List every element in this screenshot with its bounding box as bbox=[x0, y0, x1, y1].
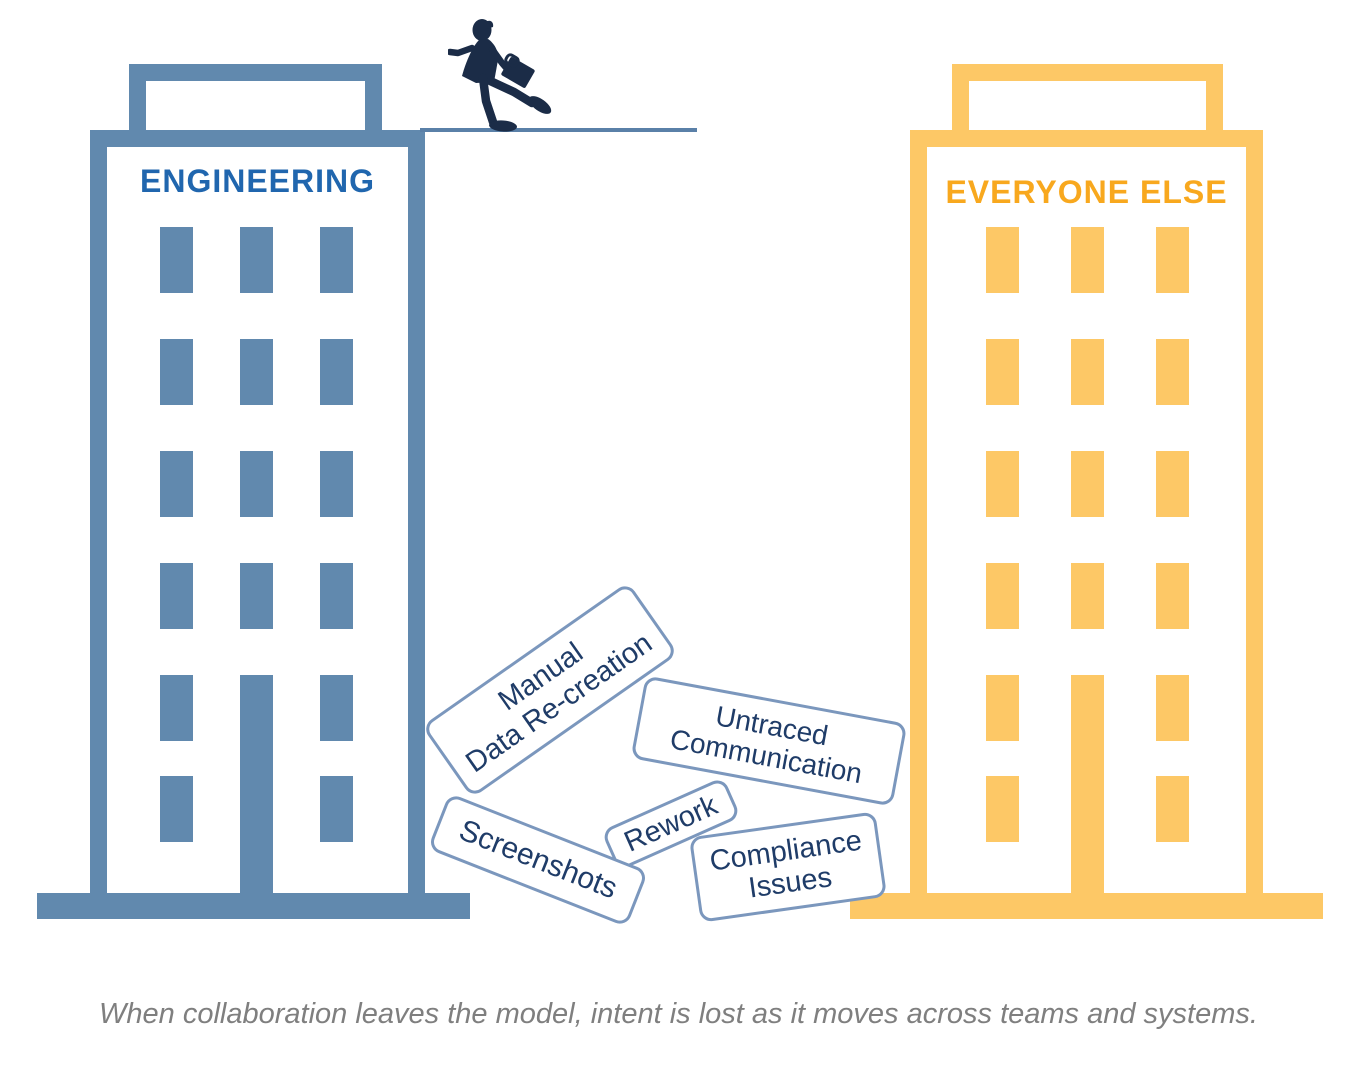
businessman-tightrope-walker-icon bbox=[448, 19, 552, 132]
window-column bbox=[986, 227, 1019, 741]
door-pillar bbox=[240, 741, 273, 893]
falling-label-line: Screenshots bbox=[454, 813, 622, 906]
engineering-building-base bbox=[37, 893, 470, 919]
window bbox=[160, 776, 193, 842]
tightrope-line bbox=[420, 128, 697, 132]
engineering-building-label: ENGINEERING bbox=[139, 163, 376, 199]
window-column bbox=[240, 227, 273, 741]
window bbox=[1156, 776, 1189, 842]
window bbox=[986, 776, 1019, 842]
window-column bbox=[1071, 227, 1104, 741]
diagram-caption: When collaboration leaves the model, int… bbox=[99, 998, 1258, 1030]
engineering-building: ENGINEERING bbox=[90, 130, 425, 910]
everyone-else-building: EVERYONE ELSE bbox=[910, 130, 1263, 910]
falling-label-manual-data-recreation: Manual Data Re-creation bbox=[421, 581, 679, 799]
window-column bbox=[1156, 227, 1189, 741]
window-column bbox=[320, 227, 353, 741]
everyone-else-building-base bbox=[850, 893, 1323, 919]
falling-label-untraced-communication: Untraced Communication bbox=[630, 675, 908, 807]
window bbox=[320, 776, 353, 842]
door-pillar bbox=[1071, 741, 1104, 893]
window-column bbox=[160, 227, 193, 741]
everyone-else-building-label: EVERYONE ELSE bbox=[945, 174, 1228, 210]
